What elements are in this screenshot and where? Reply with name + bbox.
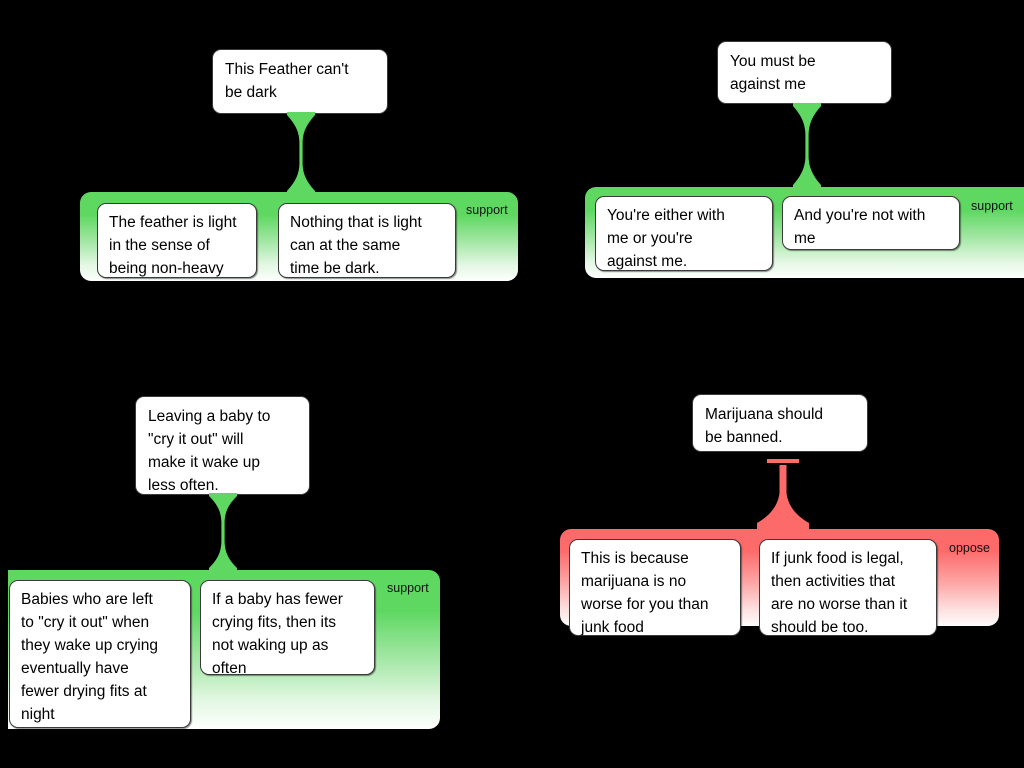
relation-label: support — [387, 581, 429, 595]
premise-box[interactable]: This is because marijuana is no worse fo… — [569, 539, 741, 636]
argument-diagram-cry-it-out: Leaving a baby to "cry it out" will make… — [0, 380, 460, 768]
oppose-connector — [757, 459, 809, 530]
premise-box[interactable]: You're either with me or you're against … — [595, 196, 773, 271]
claim-box[interactable]: You must be against me — [717, 41, 892, 104]
argument-diagram-feather: This Feather can't be dark support The f… — [0, 0, 540, 300]
support-connector — [284, 112, 318, 194]
support-connector — [206, 493, 240, 571]
relation-label: support — [971, 199, 1013, 213]
premise-box[interactable]: And you're not with me — [782, 196, 960, 250]
premise-box[interactable]: Babies who are left to "cry it out" when… — [9, 580, 191, 728]
relation-label: oppose — [949, 541, 991, 555]
premise-box[interactable]: Nothing that is light can at the same ti… — [278, 203, 456, 278]
support-connector — [790, 103, 824, 188]
claim-box[interactable]: Leaving a baby to "cry it out" will make… — [135, 396, 310, 495]
premise-box[interactable]: The feather is light in the sense of bei… — [97, 203, 257, 278]
claim-box[interactable]: This Feather can't be dark — [212, 49, 388, 114]
premise-box[interactable]: If a baby has fewer crying fits, then it… — [200, 580, 375, 677]
claim-box[interactable]: Marijuana should be banned. — [692, 394, 868, 452]
relation-label: support — [466, 203, 508, 217]
premise-box[interactable]: If junk food is legal, then activities t… — [759, 539, 937, 636]
argument-diagram-against-me: You must be against me support You're ei… — [560, 0, 1024, 300]
argument-diagram-marijuana: Marijuana should be banned. oppose This … — [545, 380, 1024, 670]
